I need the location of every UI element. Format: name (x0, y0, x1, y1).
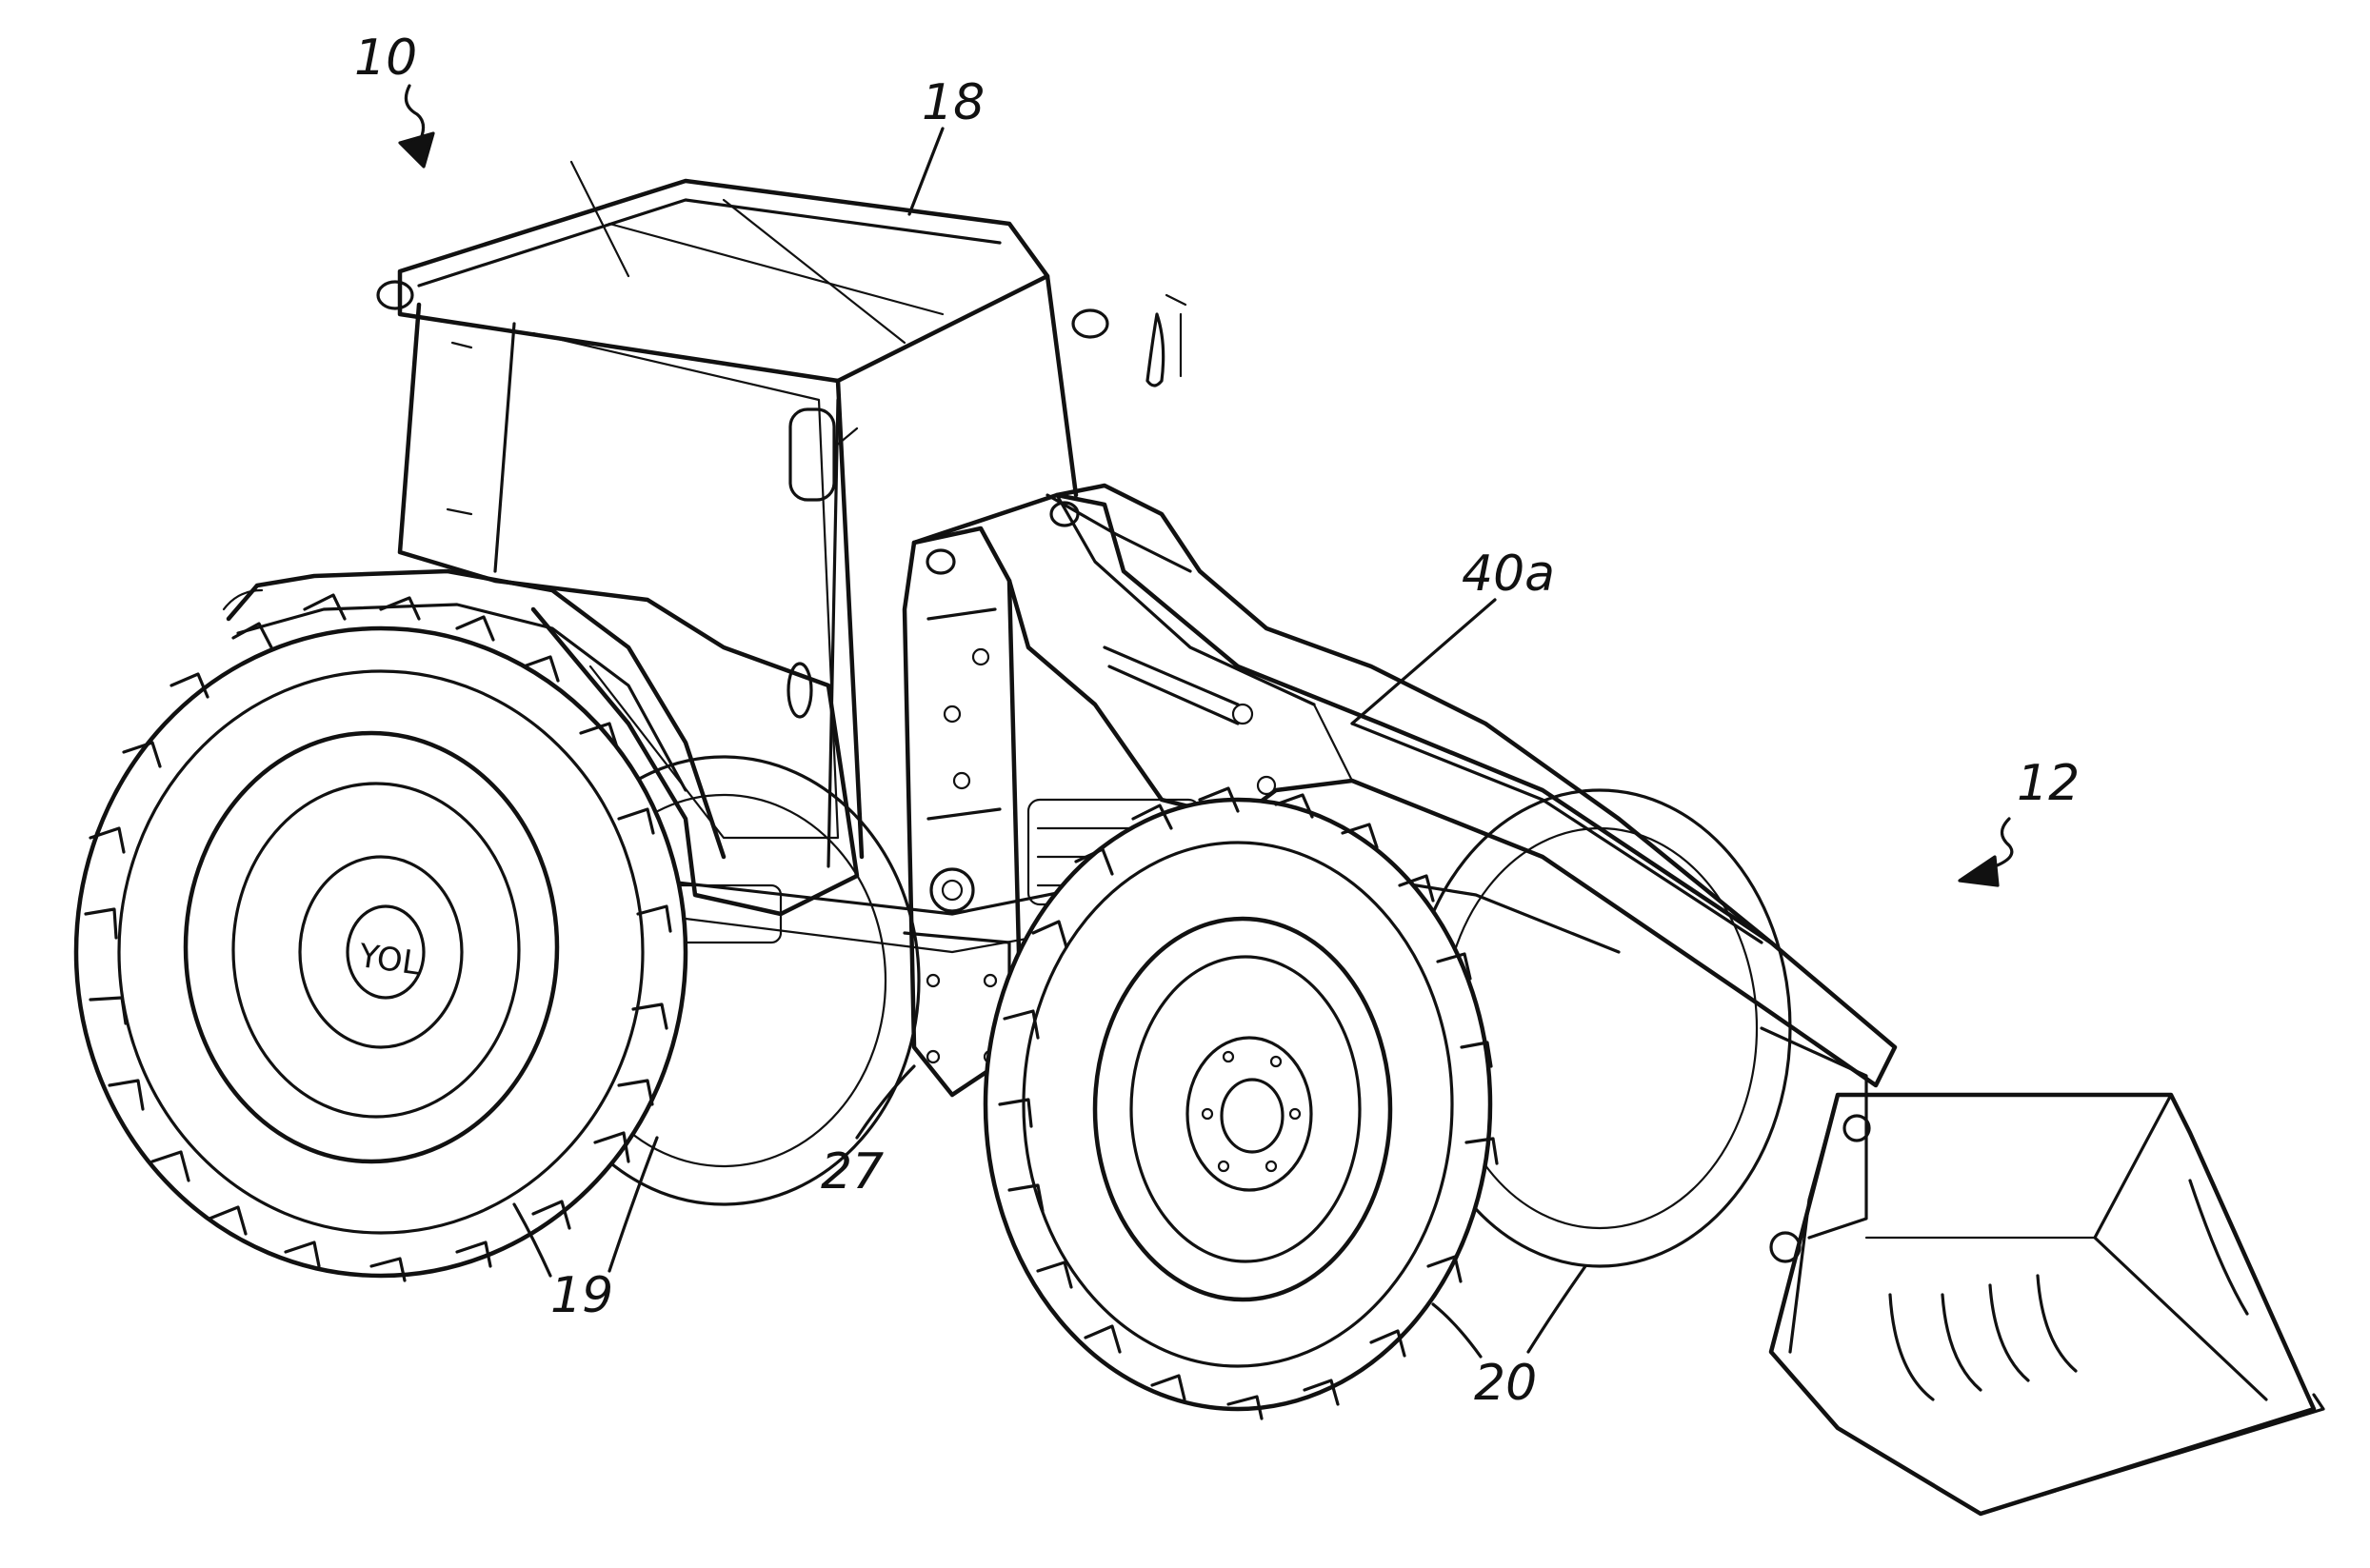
label-loader: 12 (2017, 755, 2080, 812)
label-vehicle: 10 (354, 30, 417, 87)
leader-vehicle (406, 86, 423, 143)
leader-front-far-wheel (1528, 1266, 1585, 1352)
arrowhead-loader (1960, 857, 1998, 885)
bucket (1762, 1028, 2323, 1514)
label-support: 27 (821, 1143, 884, 1201)
leader-cab (909, 129, 943, 214)
rear-near-wheel: YOL (76, 595, 686, 1280)
label-loader-arm: 40a (1462, 546, 1555, 603)
label-rear-wheels: 19 (550, 1267, 613, 1324)
front-near-wheel (986, 788, 1497, 1419)
leader-support (857, 1066, 914, 1138)
arrowhead-vehicle (400, 133, 433, 167)
leader-loader (1995, 819, 2012, 866)
label-cab: 18 (922, 74, 985, 131)
leader-cab-roof (571, 162, 628, 276)
label-front-wheels: 20 (1474, 1355, 1537, 1412)
leader-loader-arm (1352, 600, 1495, 724)
leader-front-near-wheel (1433, 1304, 1481, 1357)
